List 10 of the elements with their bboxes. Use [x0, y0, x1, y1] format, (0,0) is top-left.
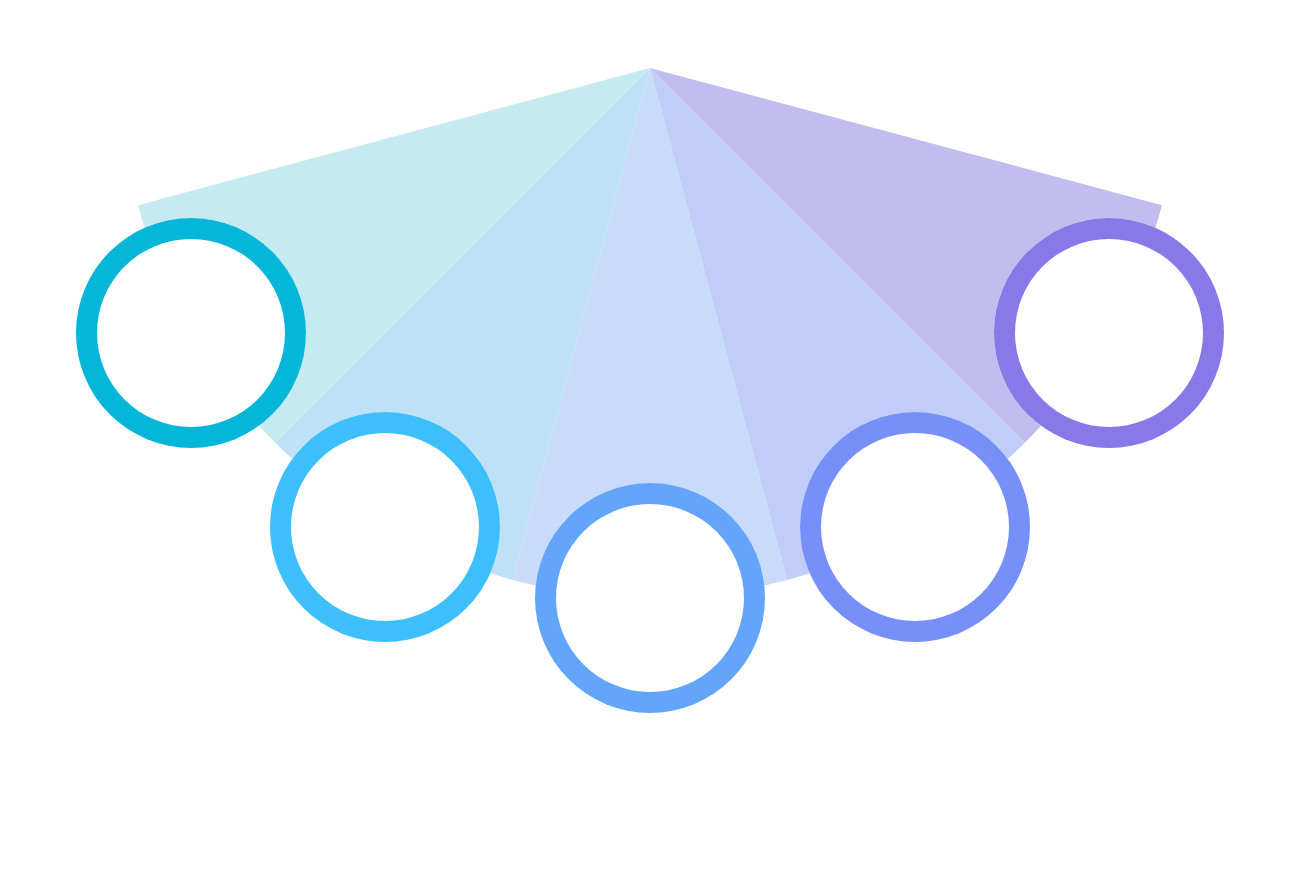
fan-segment	[650, 68, 1162, 443]
fan-segment	[512, 68, 788, 586]
ring-circle	[270, 412, 500, 642]
fan-segment	[275, 68, 650, 580]
ring-circle	[800, 412, 1030, 642]
fan-segment	[650, 68, 1025, 580]
ring-circle	[535, 483, 765, 713]
ring-circle	[994, 218, 1224, 448]
ring-circle	[76, 218, 306, 448]
fan-segment	[138, 68, 650, 443]
